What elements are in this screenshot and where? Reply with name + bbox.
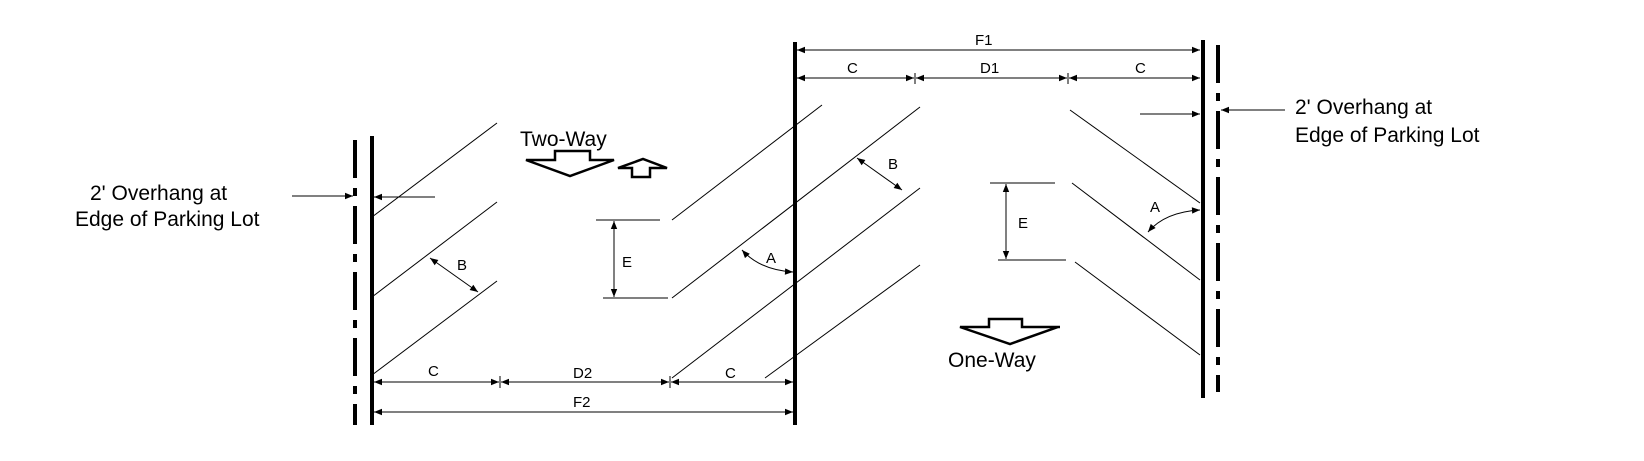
dim-label-c-top-right: C [1135, 60, 1146, 77]
dimension-e-right: E [990, 182, 1066, 261]
dimension-b-center [856, 157, 903, 191]
dim-label-f1: F1 [975, 32, 993, 49]
left-overhang-callout: 2' Overhang at Edge of Parking Lot [75, 182, 435, 231]
dimension-e-left: E [596, 219, 668, 299]
dim-label-c-bottom-left: C [428, 363, 439, 380]
dim-label-d1: D1 [980, 60, 999, 77]
dim-label-c-bottom-right: C [725, 365, 736, 382]
dim-label-b-left: B [457, 257, 467, 274]
top-c-d1-c-dimensions: C D1 C [797, 60, 1200, 84]
dim-label-a-center: A [766, 250, 776, 267]
one-way-label: One-Way [948, 349, 1036, 372]
right-overhang-callout: 2' Overhang at Edge of Parking Lot [1140, 96, 1480, 147]
dim-label-d2: D2 [573, 365, 592, 382]
center-stall-lines [671, 104, 921, 379]
overhang-right-text-2: Edge of Parking Lot [1295, 124, 1480, 147]
dim-label-c-top-left: C [847, 60, 858, 77]
dim-label-e-right: E [1018, 215, 1028, 232]
right-stall-lines [1069, 109, 1201, 356]
overhang-right-text-1: 2' Overhang at [1295, 96, 1432, 119]
down-arrow-icon [525, 149, 615, 178]
dim-label-b-center: B [888, 156, 898, 173]
one-way-arrow-icon [959, 317, 1060, 346]
overhang-left-text-1: 2' Overhang at [90, 182, 227, 205]
dim-label-f2: F2 [573, 394, 591, 411]
dimension-b-left [429, 257, 479, 293]
angle-a-right [1147, 207, 1201, 233]
overhang-left-text-2: Edge of Parking Lot [75, 208, 260, 231]
dimension-f1: F1 [797, 32, 1200, 54]
dim-label-e-left: E [622, 254, 632, 271]
bottom-c-d2-c-dimensions: C D2 C [374, 363, 793, 388]
two-way-label: Two-Way [520, 128, 607, 151]
angle-a-center [741, 249, 794, 275]
dimension-f2: F2 [374, 394, 793, 416]
up-arrow-icon [617, 157, 668, 179]
dim-label-a-right: A [1150, 199, 1160, 216]
left-stall-lines [371, 122, 498, 376]
